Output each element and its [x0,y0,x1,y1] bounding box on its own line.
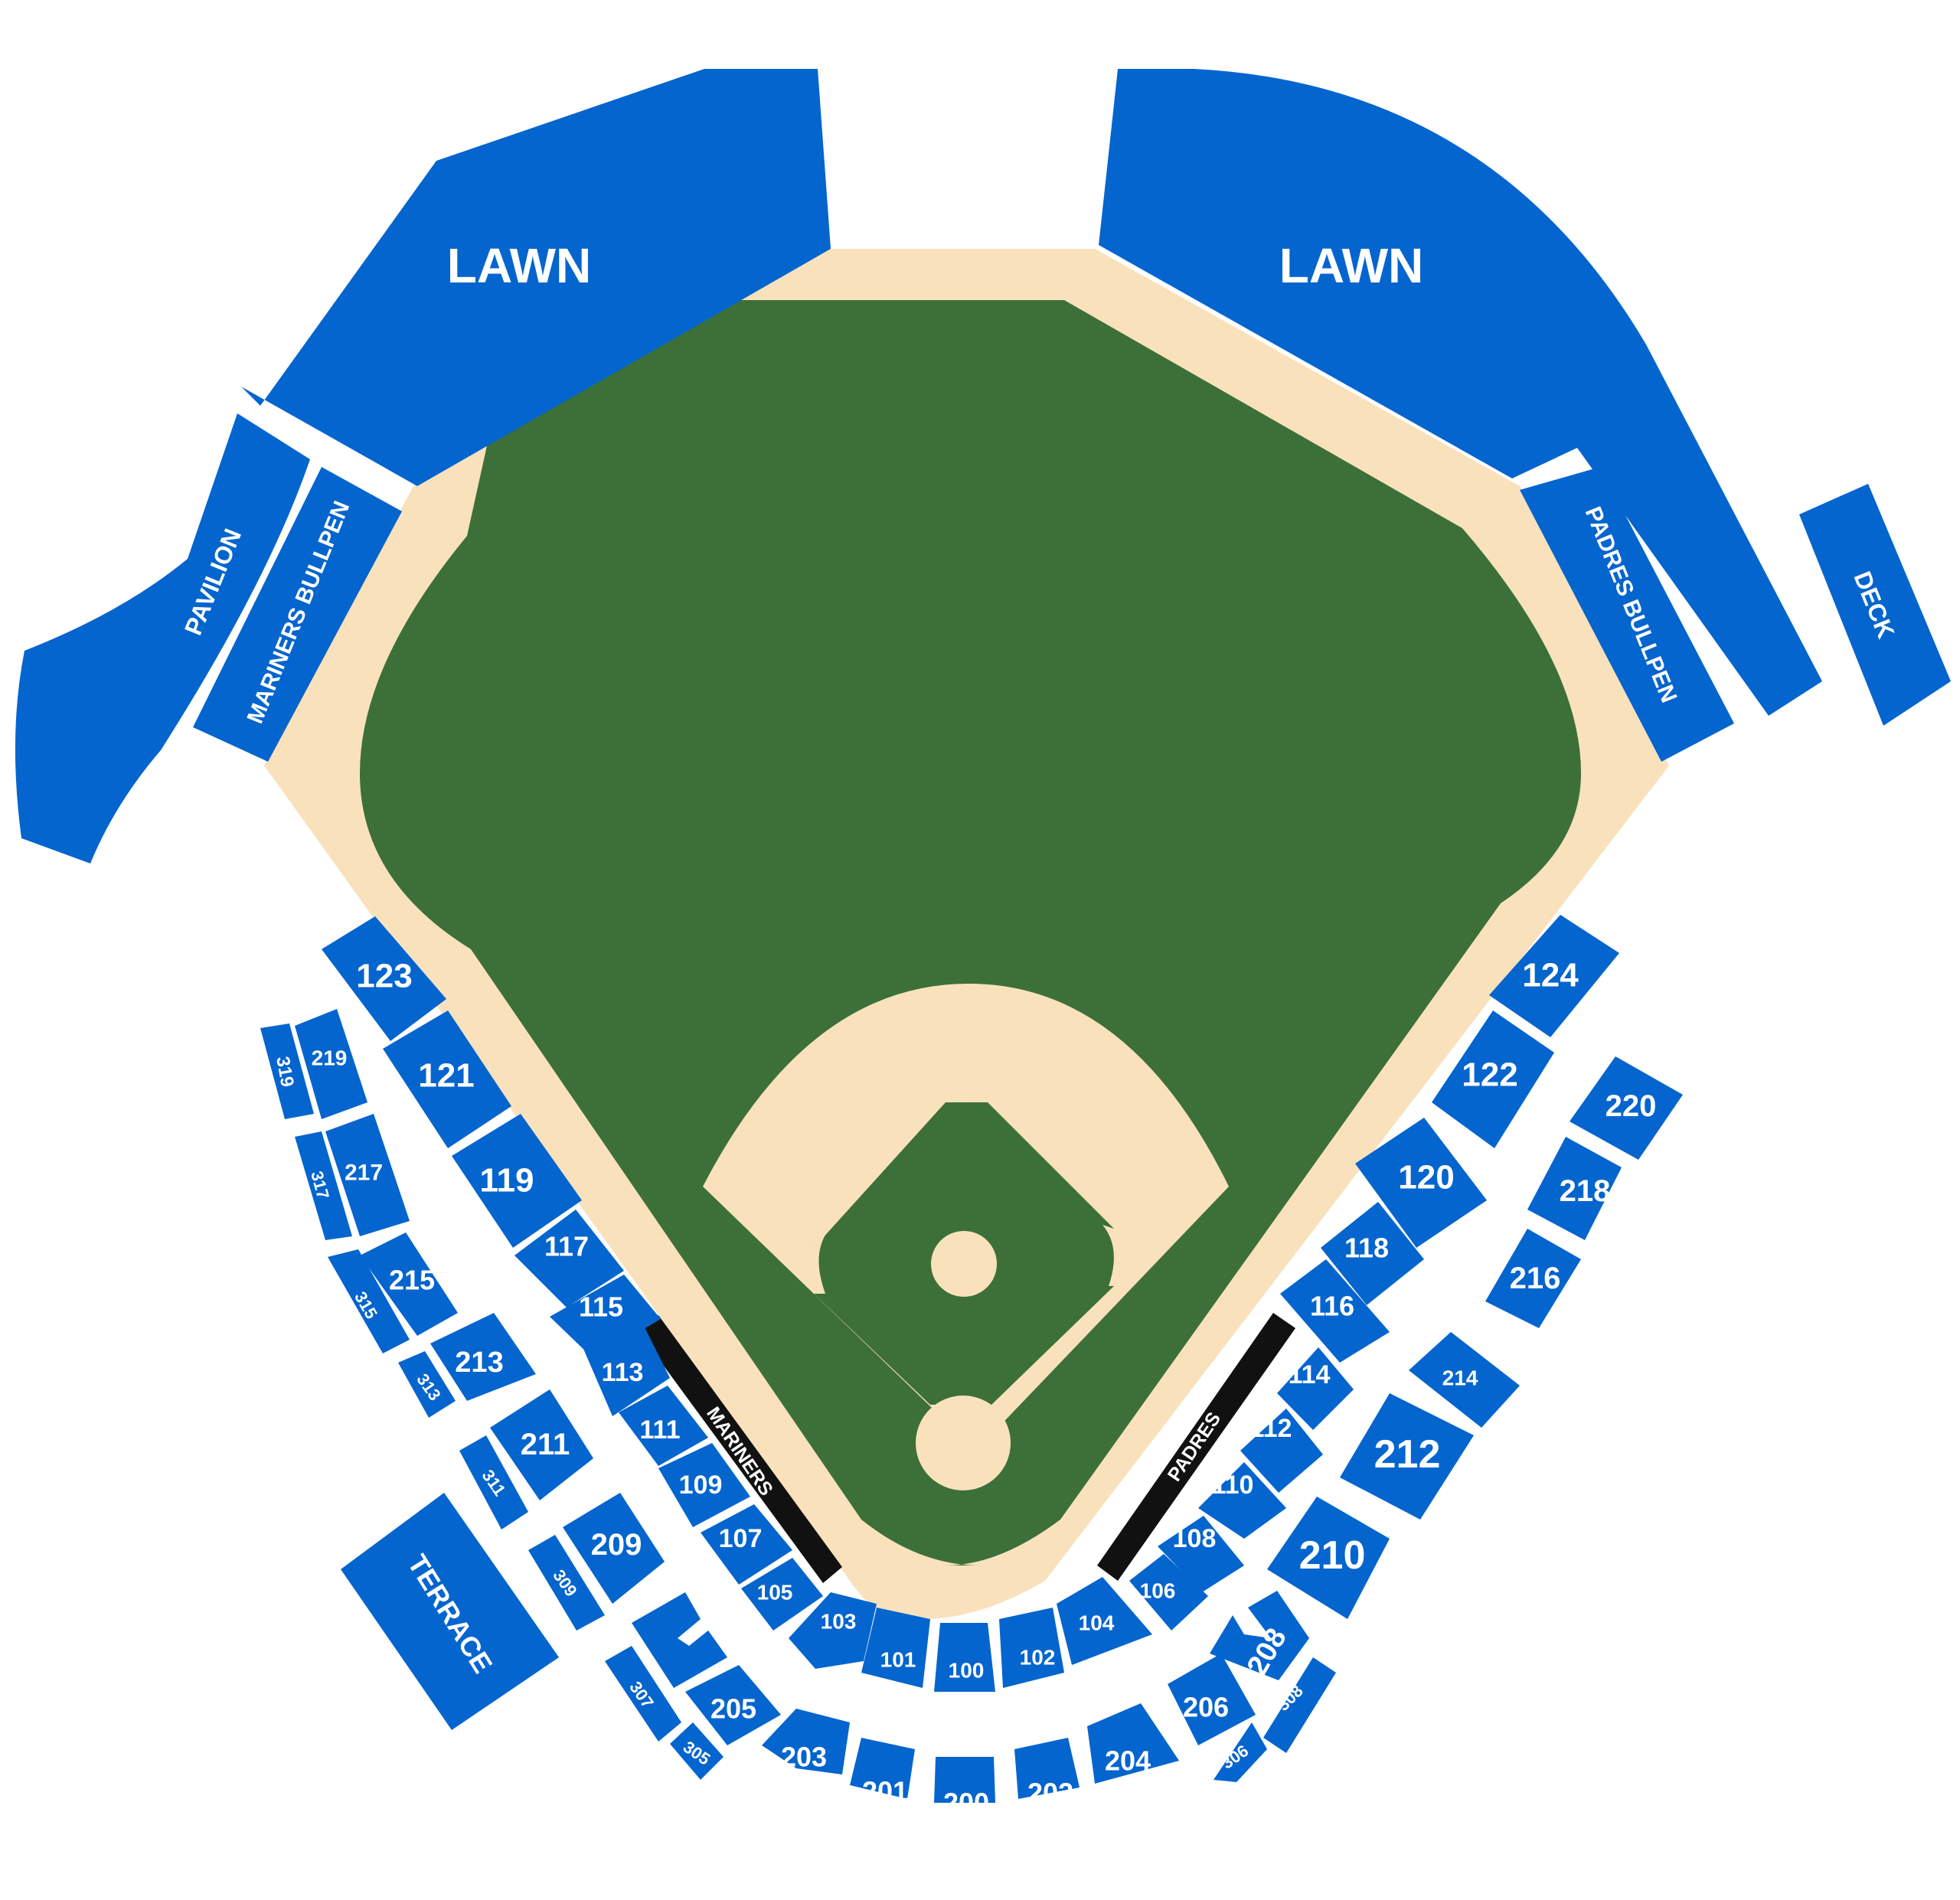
section-309[interactable] [528,1535,605,1631]
section-208[interactable] [1210,1591,1309,1680]
section-305[interactable] [670,1722,724,1780]
section-115[interactable] [550,1275,661,1359]
section-207[interactable] [632,1592,727,1688]
section-315[interactable] [328,1249,410,1353]
section-311[interactable] [459,1435,528,1529]
section-219[interactable] [295,1009,368,1119]
pitchers-mound [931,1231,997,1297]
section-319[interactable] [260,1023,314,1119]
section-118[interactable] [1321,1202,1424,1305]
section-206[interactable] [1168,1654,1256,1745]
section-205[interactable] [685,1665,781,1745]
section-215[interactable] [360,1232,458,1336]
section-100[interactable] [934,1623,995,1692]
section-211[interactable] [490,1389,593,1500]
outfield-grass [360,300,1581,1565]
section-306[interactable] [1214,1722,1267,1782]
section-105[interactable] [741,1558,823,1631]
section-108[interactable] [1158,1516,1244,1592]
deck[interactable] [1799,484,1951,726]
home-plate-area [916,1396,1011,1490]
section-109[interactable] [658,1443,750,1527]
first-base-cutout [1102,1225,1114,1286]
section-104[interactable] [1057,1577,1152,1665]
section-121[interactable] [383,1010,511,1148]
section-210[interactable] [1267,1497,1390,1619]
section-217[interactable] [325,1114,410,1236]
section-116[interactable] [1280,1259,1390,1363]
section-216[interactable] [1485,1229,1581,1328]
section-124[interactable] [1489,915,1619,1037]
section-107[interactable] [701,1504,792,1585]
section-110[interactable] [1198,1462,1286,1539]
section-220[interactable] [1570,1056,1683,1160]
section-119[interactable] [452,1114,582,1248]
playing-field [264,249,1669,1619]
section-308[interactable] [1263,1657,1336,1753]
section-200[interactable] [934,1757,995,1803]
section-120[interactable] [1355,1118,1487,1248]
section-213[interactable] [430,1313,536,1401]
mariners-dugout[interactable] [638,1315,842,1583]
section-212[interactable] [1340,1393,1474,1520]
section-113[interactable] [583,1324,670,1416]
section-218[interactable] [1527,1137,1622,1240]
mariners-bullpen[interactable] [193,467,402,762]
section-101[interactable] [861,1608,930,1688]
section-204[interactable] [1087,1703,1179,1784]
section-111[interactable] [619,1386,708,1466]
lawn-right[interactable] [1099,69,1822,716]
section-112[interactable] [1240,1409,1323,1493]
lawn-left[interactable] [241,69,831,486]
padres-bullpen[interactable] [1520,467,1734,762]
section-307[interactable] [605,1646,681,1742]
section-201[interactable] [850,1738,915,1799]
terrace[interactable] [341,1493,559,1730]
section-209[interactable] [563,1493,665,1604]
section-202[interactable] [1014,1738,1080,1799]
section-317[interactable] [295,1131,352,1240]
section-102[interactable] [999,1608,1064,1688]
section-203[interactable] [762,1709,850,1774]
pavilion[interactable] [15,413,311,863]
padres-dugout[interactable] [1097,1313,1295,1581]
third-base-cutout [814,1232,827,1294]
section-114[interactable] [1277,1347,1354,1430]
section-122[interactable] [1432,1010,1554,1148]
section-313[interactable] [398,1351,456,1418]
section-214[interactable] [1409,1332,1520,1428]
section-117[interactable] [514,1210,624,1307]
section-103[interactable] [789,1592,877,1669]
section-123[interactable] [322,916,446,1041]
section-106[interactable] [1129,1554,1208,1631]
